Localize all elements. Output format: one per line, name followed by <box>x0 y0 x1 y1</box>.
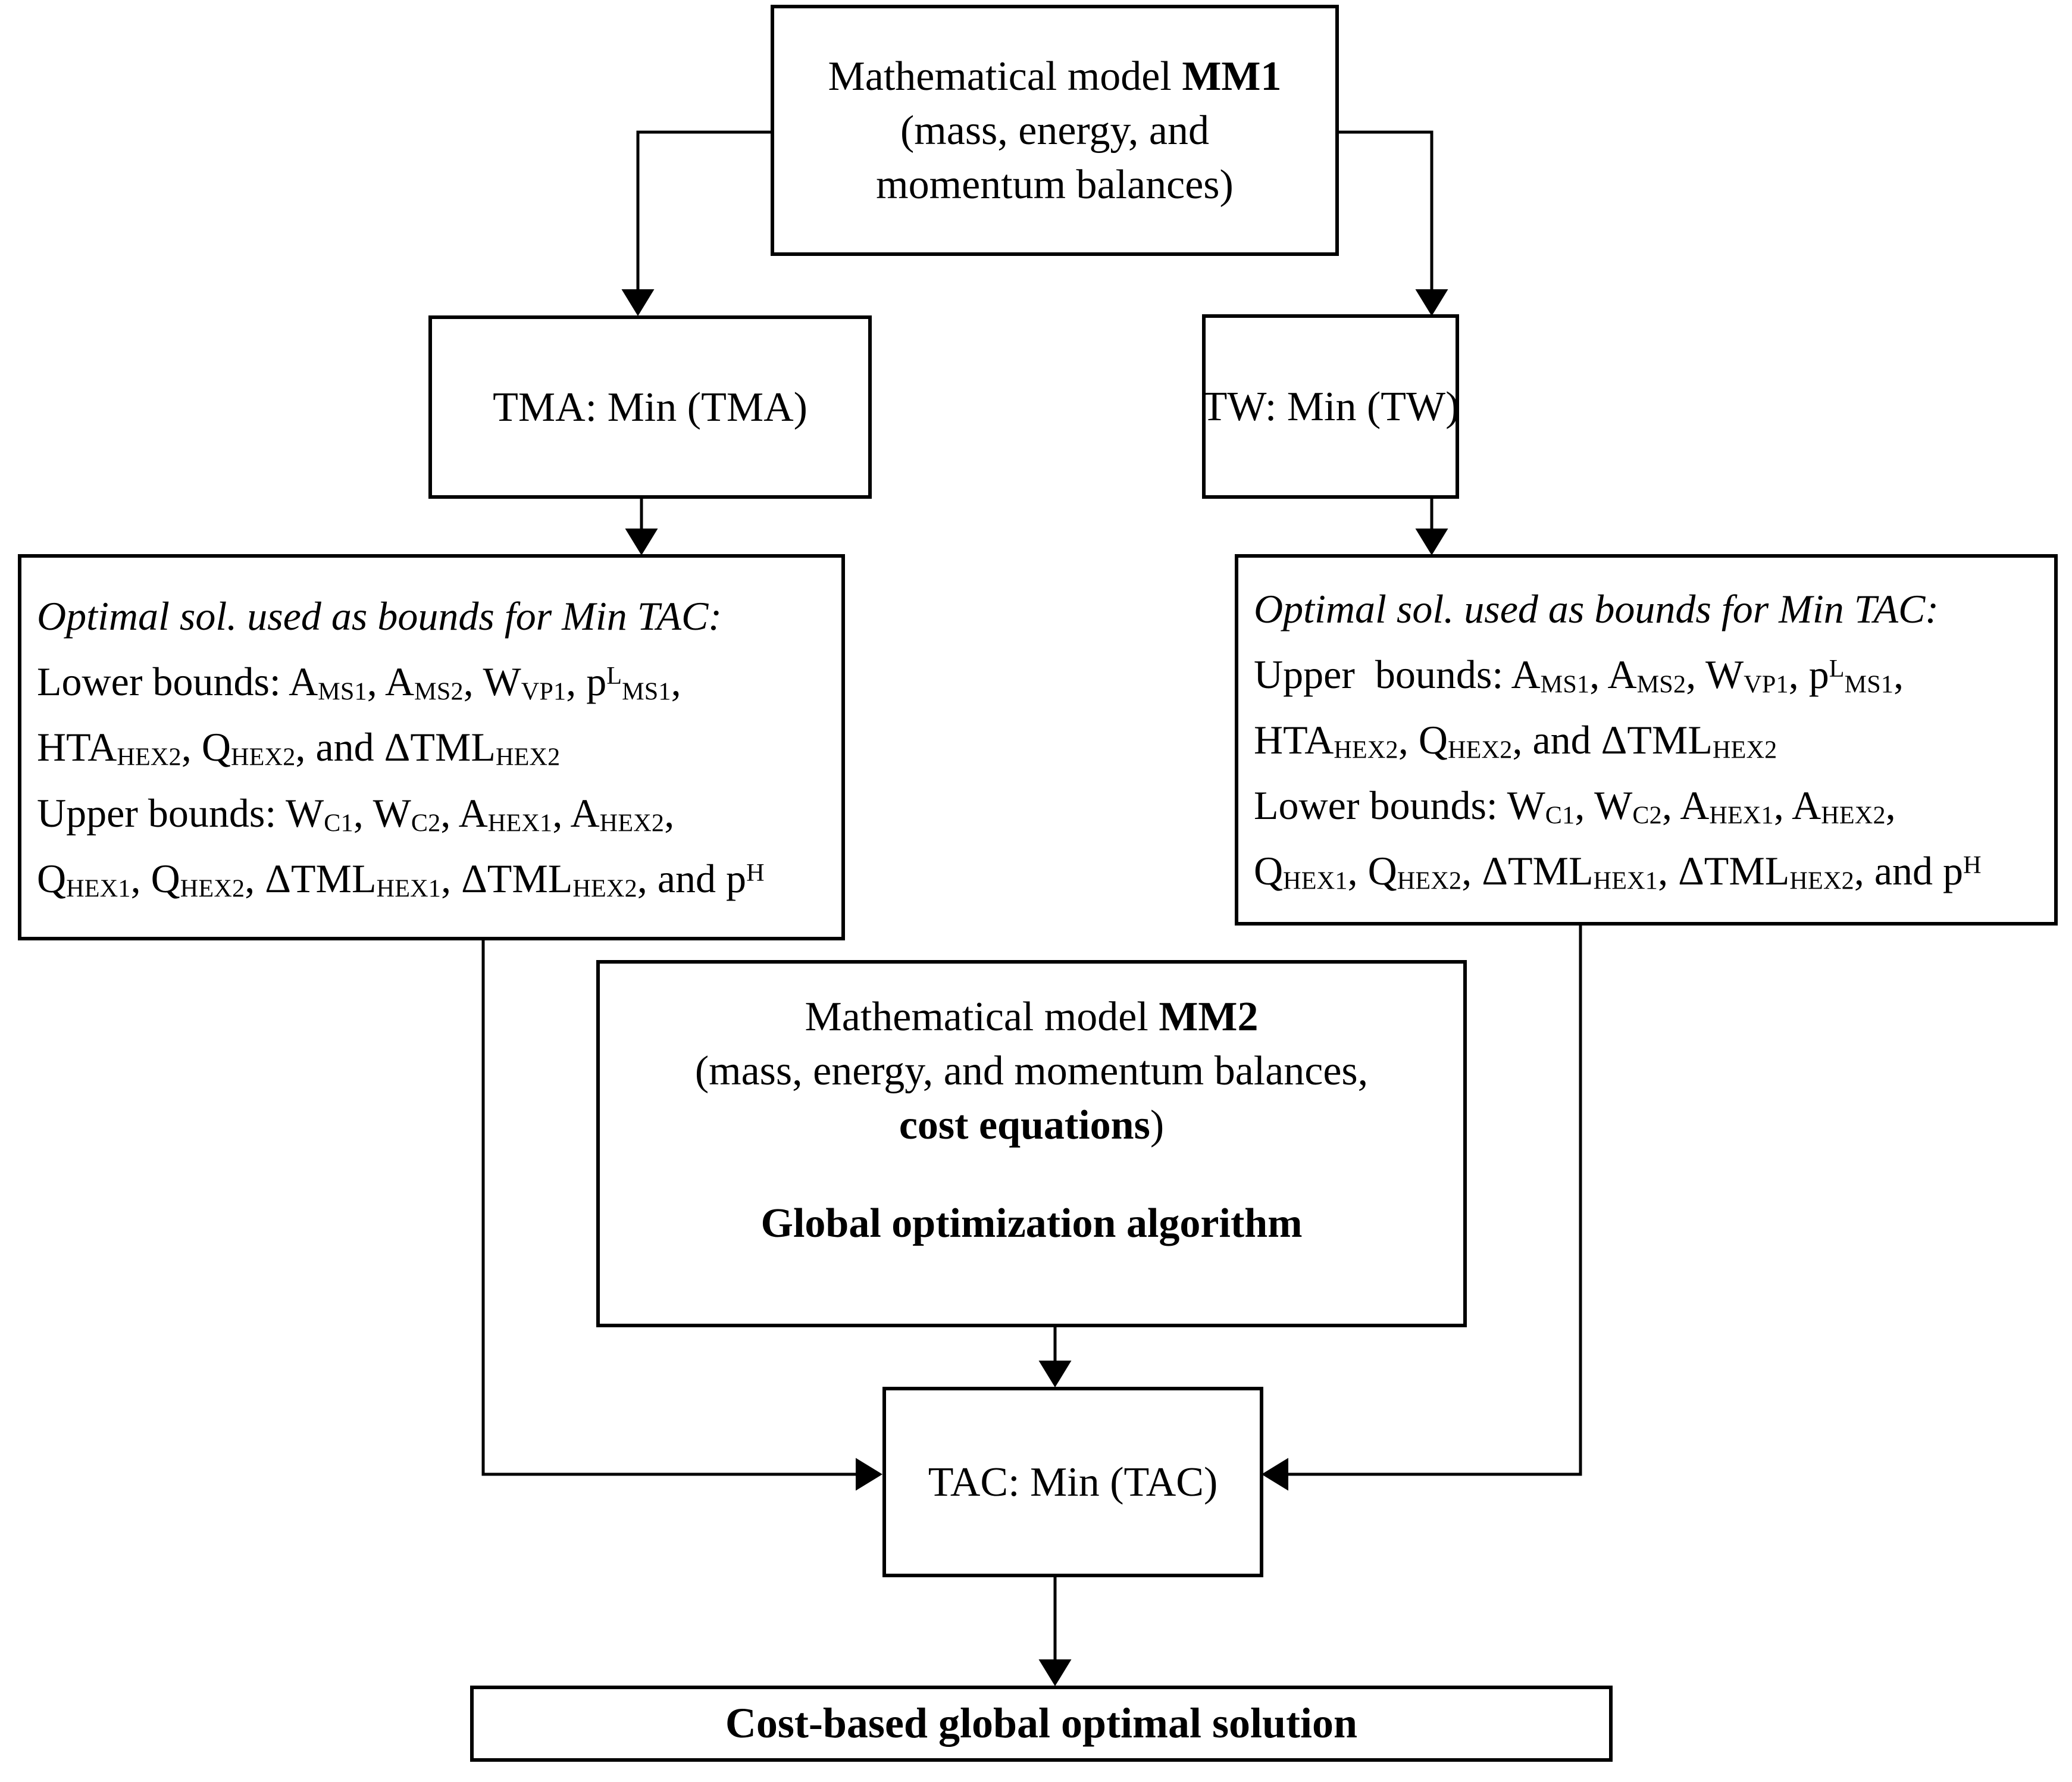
node-right-bounds[interactable]: Optimal sol. used as bounds for Min TAC:… <box>1235 554 2058 926</box>
right-bounds-lower-line-2: QHEX1, QHEX2, ΔTMLHEX1, ΔTMLHEX2, and pH <box>1254 848 1982 895</box>
tw-label: TW: Min (TW) <box>1201 383 1460 430</box>
left-bounds-lower-line-1: Lower bounds: AMS1, AMS2, WVP1, pLMS1, <box>37 659 681 706</box>
mm1-line-2: (mass, energy, and <box>900 107 1210 154</box>
right-bounds-lower-line-1: Lower bounds: WC1, WC2, AHEX1, AHEX2, <box>1254 783 1896 830</box>
connector-mm1-to-tma <box>621 130 771 316</box>
node-tma[interactable]: TMA: Min (TMA) <box>428 315 872 499</box>
node-mm2[interactable]: Mathematical model MM2 (mass, energy, an… <box>596 960 1467 1327</box>
mm2-line-4: Global optimization algorithm <box>760 1200 1303 1246</box>
mm2-line-2: (mass, energy, and momentum balances, <box>694 1048 1369 1094</box>
final-solution-label: Cost-based global optimal solution <box>725 1699 1358 1747</box>
mm1-line-3: momentum balances) <box>876 161 1234 208</box>
mm2-line-1: Mathematical model MM2 <box>805 994 1259 1040</box>
tma-label: TMA: Min (TMA) <box>493 384 807 430</box>
node-left-bounds[interactable]: Optimal sol. used as bounds for Min TAC:… <box>18 554 845 940</box>
left-bounds-upper-line-2: QHEX1, QHEX2, ΔTMLHEX1, ΔTMLHEX2, and pH <box>37 855 765 903</box>
tac-label: TAC: Min (TAC) <box>928 1459 1218 1505</box>
left-bounds-lower-line-2: HTAHEX2, QHEX2, and ΔTMLHEX2 <box>37 724 561 771</box>
left-bounds-heading: Optimal sol. used as bounds for Min TAC: <box>37 593 722 639</box>
right-bounds-heading: Optimal sol. used as bounds for Min TAC: <box>1254 586 1939 631</box>
right-bounds-upper-line-2: HTAHEX2, QHEX2, and ΔTMLHEX2 <box>1254 717 1777 764</box>
mm2-line-3: cost equations) <box>899 1102 1165 1148</box>
left-bounds-upper-line-1: Upper bounds: WC1, WC2, AHEX1, AHEX2, <box>37 790 675 837</box>
right-bounds-upper-line-1: Upper bounds: AMS1, AMS2, WVP1, pLMS1, <box>1254 651 1904 699</box>
node-tw[interactable]: TW: Min (TW) <box>1202 314 1459 499</box>
node-tac[interactable]: TAC: Min (TAC) <box>882 1387 1263 1577</box>
mm1-line-1: Mathematical model MM1 <box>828 53 1282 99</box>
node-final-solution[interactable]: Cost-based global optimal solution <box>470 1686 1613 1762</box>
connector-mm1-to-tw <box>1339 130 1448 316</box>
node-mm1[interactable]: Mathematical model MM1 (mass, energy, an… <box>771 5 1339 256</box>
